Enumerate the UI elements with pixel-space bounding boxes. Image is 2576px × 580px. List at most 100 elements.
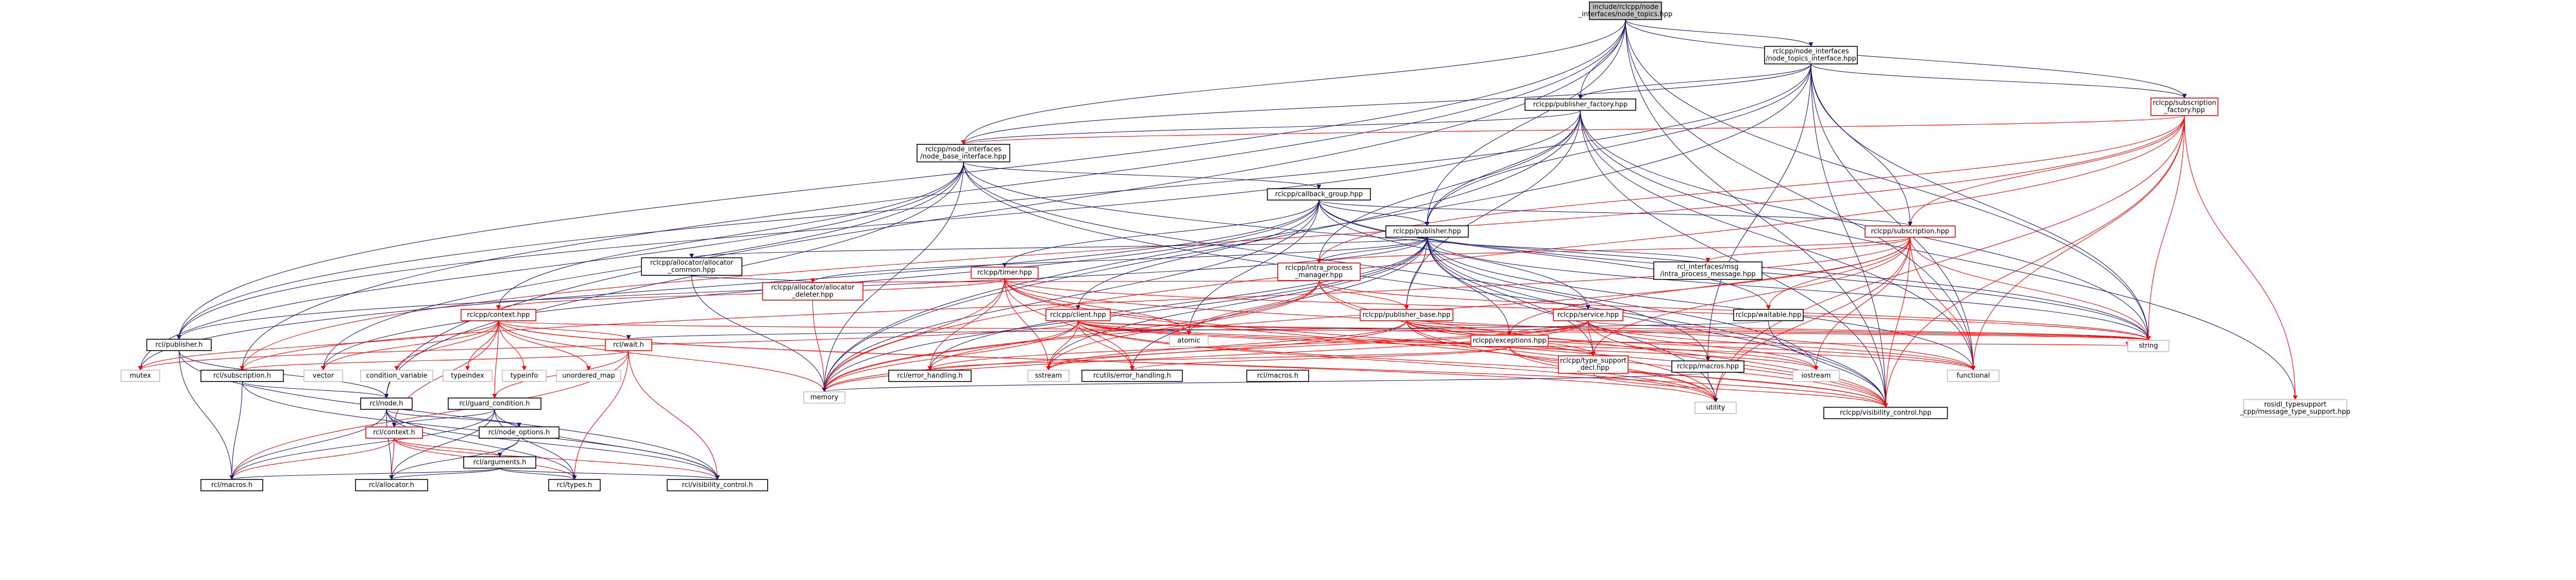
node-intra-process-manager[interactable]: rclcpp/intra_process_manager.hpp [1277, 262, 1361, 281]
edge-node_base_interface-to-callback_group [963, 161, 1321, 189]
node-label: rcl/subscription.h [213, 372, 271, 380]
node-label: typeindex [451, 372, 484, 380]
node-box [121, 370, 160, 382]
node-label: include/rclcpp/node [1592, 4, 1658, 11]
edge-guard_condition-to-rcl_context [392, 409, 495, 427]
edge-client-to-type_support_decl [1077, 320, 1596, 356]
edge-rcl_context-to-arguments [394, 438, 502, 457]
node-publisher[interactable]: rclcpp/publisher.hpp [1385, 225, 1469, 238]
edge-rcl_subscription-to-rcl_macros [229, 381, 243, 480]
edge-subscription-to-functional [1909, 237, 1976, 371]
node-box [463, 456, 536, 469]
edge-root-to-rcl_publisher [177, 19, 1626, 340]
node-label: rcl/types.h [557, 482, 592, 489]
edge-client-to-rcutils_error [1077, 320, 1134, 371]
edge-publisher-to-functional [1427, 237, 1976, 371]
node-allocator-deleter[interactable]: rclcpp/allocator/allocator_deleter.hpp [762, 282, 863, 301]
node-box [461, 309, 536, 321]
edge-rclcpp_macros-to-utility [1707, 372, 1718, 403]
node-rcl-node[interactable]: rcl/node.h [360, 397, 413, 410]
node-rcl-macros[interactable]: rcl/macros.h [200, 479, 263, 491]
edge-context-to-typeinfo [498, 320, 527, 371]
node-box [1045, 309, 1111, 321]
edge-publisher_base-to-string [1406, 320, 2150, 341]
node-node-options[interactable]: rcl/node_options.h [479, 426, 560, 439]
node-timer[interactable]: rclcpp/timer.hpp [971, 267, 1039, 279]
edge-waitable-to-wait [626, 320, 1769, 340]
node-box [502, 370, 547, 382]
node-utility: utility [1694, 402, 1737, 414]
edge-allocator_common-to-memory [691, 275, 827, 392]
node-label: rosidl_typesupport [2264, 401, 2327, 409]
edge-context-to-condition_variable [394, 320, 499, 371]
node-node-base-interface[interactable]: rclcpp/node_interfaces/node_base_interfa… [917, 144, 1010, 162]
edge-subscription_factory-to-rosidl_typesupport [2184, 115, 2298, 400]
node-root[interactable]: include/rclcpp/node_interfaces/node_topi… [1578, 2, 1672, 20]
node-publisher-base[interactable]: rclcpp/publisher_base.hpp [1360, 309, 1453, 321]
node-node-topics-interface[interactable]: rclcpp/node_interfaces/node_topics_inter… [1764, 46, 1858, 64]
node-rclcpp-visibility[interactable]: rclcpp/visibility_control.hpp [1823, 407, 1948, 419]
node-box [200, 370, 284, 382]
edge-wait-to-rcl_types [572, 350, 629, 480]
node-label: typeinfo [511, 372, 538, 380]
node-rclcpp-macros[interactable]: rclcpp/macros.hpp [1671, 360, 1744, 373]
node-typeinfo: typeinfo [502, 370, 547, 382]
node-label: _common.hpp [668, 267, 716, 274]
node-macros-h[interactable]: rcl/macros.h [1246, 370, 1309, 382]
node-publisher-factory[interactable]: rclcpp/publisher_factory.hpp [1524, 98, 1636, 111]
node-label: rclcpp/callback_group.hpp [1275, 191, 1363, 198]
edge-timer-to-rcutils_error [1004, 278, 1134, 371]
node-guard-condition[interactable]: rcl/guard_condition.h [448, 397, 541, 410]
node-arguments[interactable]: rcl/arguments.h [463, 456, 536, 469]
edge-rcl_node-to-rcl_visibility [386, 409, 720, 480]
node-waitable[interactable]: rclcpp/waitable.hpp [1733, 309, 1804, 321]
edge-exceptions-to-string [1548, 340, 2129, 346]
node-box [917, 144, 1010, 162]
node-label: vector [313, 372, 334, 380]
node-context[interactable]: rclcpp/context.hpp [461, 309, 536, 321]
node-subscription[interactable]: rclcpp/subscription.hpp [1865, 225, 1956, 238]
node-rcutils-error[interactable]: rcutils/error_handling.h [1081, 370, 1183, 382]
edge-context-to-wait [498, 320, 631, 340]
node-service[interactable]: rclcpp/service.hpp [1553, 309, 1623, 321]
edge-timer-to-context [496, 278, 1005, 310]
node-wait[interactable]: rcl/wait.h [605, 339, 652, 351]
node-label: rcl/arguments.h [473, 459, 527, 467]
edge-arguments-to-rcl_allocator [389, 468, 500, 480]
node-label: rclcpp/client.hpp [1050, 311, 1106, 319]
node-rcl-subscription[interactable]: rcl/subscription.h [200, 370, 284, 382]
node-rcl-context[interactable]: rcl/context.h [365, 426, 423, 439]
node-error-handling[interactable]: rcl/error_handling.h [888, 370, 972, 382]
edges-layer [138, 19, 2298, 480]
node-box [1277, 262, 1361, 281]
node-rcl-visibility[interactable]: rcl/visibility_control.h [667, 479, 768, 491]
node-allocator-common[interactable]: rclcpp/allocator/allocator_common.hpp [641, 257, 742, 276]
edge-service-to-type_support_decl [1587, 320, 1596, 356]
edge-node_base_interface-to-memory [822, 161, 964, 392]
node-callback-group[interactable]: rclcpp/callback_group.hpp [1267, 188, 1371, 201]
node-box [1733, 309, 1804, 321]
node-exceptions[interactable]: rclcpp/exceptions.hpp [1470, 335, 1549, 347]
node-rcl-allocator[interactable]: rcl/allocator.h [355, 479, 428, 491]
node-rcl-types[interactable]: rcl/types.h [548, 479, 601, 491]
edge-subscription-to-type_support_decl [1591, 237, 1911, 356]
edge-wait-to-rcl_subscription [240, 350, 629, 371]
node-client[interactable]: rclcpp/client.hpp [1045, 309, 1111, 321]
node-label: rcutils/error_handling.h [1093, 372, 1171, 380]
node-rcl-publisher[interactable]: rcl/publisher.h [146, 339, 212, 351]
node-box [1558, 355, 1629, 374]
edge-type_support_decl-to-rclcpp_visibility [1592, 373, 1888, 408]
edge-root-to-rcl_subscription [240, 19, 1626, 371]
node-box [1589, 2, 1662, 20]
edge-intra_process_manager-to-atomic [1187, 280, 1319, 336]
edge-publisher_factory-to-intra_process_manager [1316, 110, 1581, 263]
node-label: utility [1706, 404, 1725, 412]
node-type-support-decl[interactable]: rclcpp/type_support_decl.hpp [1558, 355, 1629, 374]
node-label: /node_topics_interface.hpp [1766, 55, 1856, 63]
node-rcl-interfaces-msg[interactable]: rcl_interfaces/msg/intra_process_message… [1653, 261, 1762, 280]
node-subscription-factory[interactable]: rclcpp/subscription_factory.hpp [2150, 97, 2218, 116]
node-box [1524, 98, 1636, 111]
edge-exceptions-to-error_handling [927, 346, 1510, 371]
node-label: rcl/publisher.h [156, 341, 203, 349]
edge-service-to-string [1587, 320, 2150, 341]
